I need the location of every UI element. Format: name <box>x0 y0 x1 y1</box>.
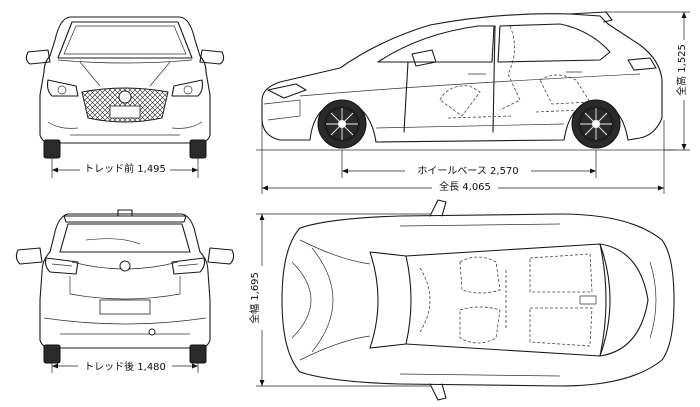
rear-view: トレッド後 1,480 <box>15 209 235 373</box>
overall-width-label: 全幅 1,695 <box>248 272 261 324</box>
overall-length-label: 全長 4,065 <box>439 180 491 193</box>
rear-tread-label: トレッド後 1,480 <box>84 360 166 373</box>
side-view: ホイールベース 2,570 全長 4,065 全高 1,525 <box>256 11 690 194</box>
front-tread-label: トレッド前 1,495 <box>84 162 166 175</box>
front-view: トレッド前 1,495 <box>25 16 225 178</box>
top-view: 全幅 1,695 <box>248 199 675 401</box>
overall-height-label: 全高 1,525 <box>675 44 688 96</box>
wheelbase-label: ホイールベース 2,570 <box>417 165 518 177</box>
